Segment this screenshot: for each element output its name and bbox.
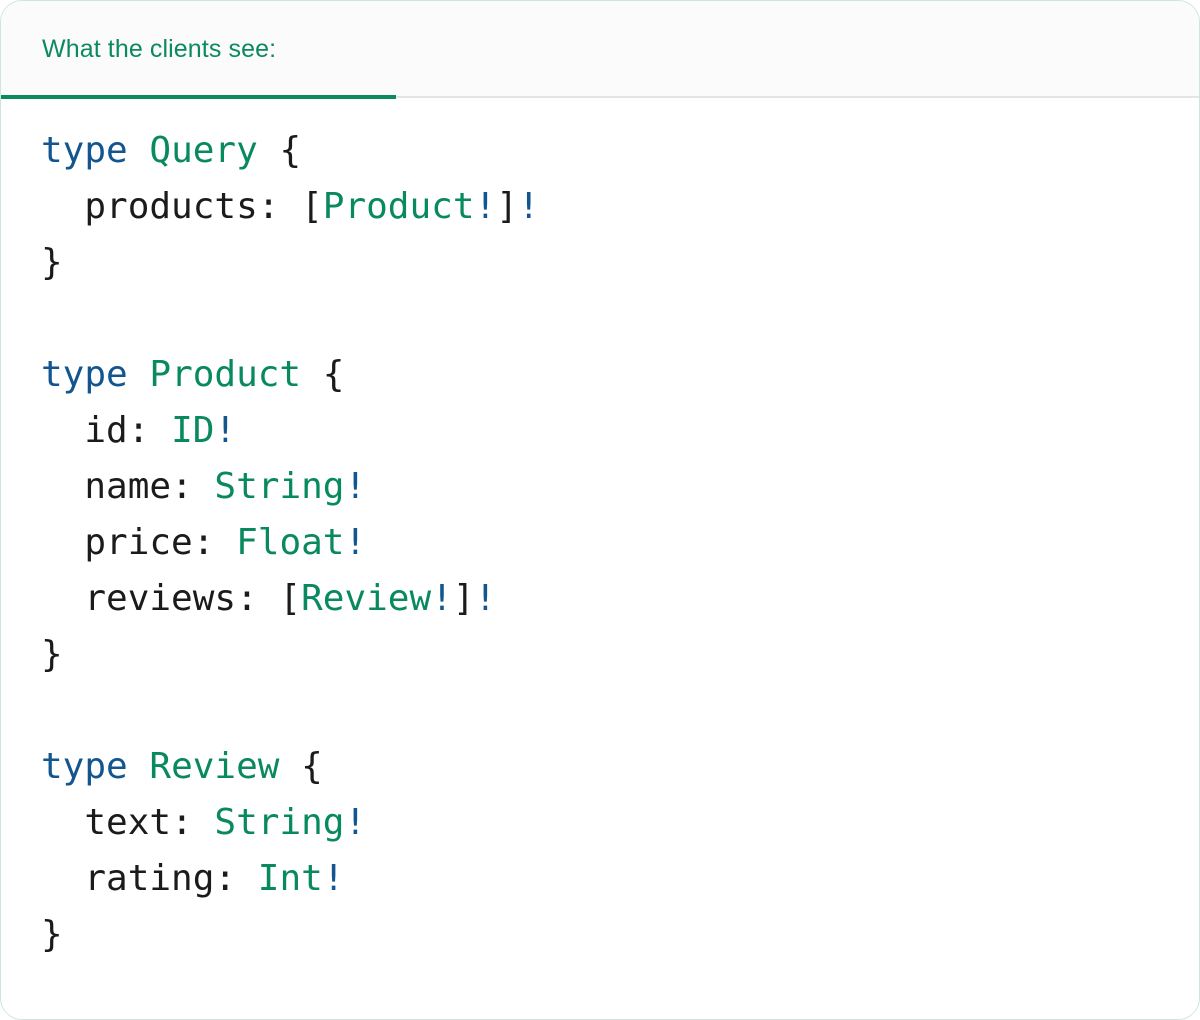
code-line: } [1,907,1199,963]
code-indent [41,802,84,843]
code-token-field: price [84,522,193,563]
code-token-bang: ! [431,578,453,619]
code-token-kw: type [41,746,128,787]
code-line: type Query { [1,123,1199,179]
code-token-punct: : [127,410,172,451]
code-token-punct [128,354,150,395]
code-token-field: products [84,186,258,227]
code-token-punct: : [ [257,186,323,227]
code-token-type: Query [149,130,258,171]
code-token-punct: { [279,746,323,787]
code-token-field: rating [84,858,215,899]
code-token-bang: ! [517,186,540,227]
code-token-kw: type [41,354,128,395]
code-token-field: reviews [84,578,237,619]
code-token-type: Product [322,186,475,227]
code-token-type: Float [236,522,345,563]
code-token-punct: : [171,802,215,843]
code-line: reviews: [Review!]! [1,571,1199,627]
code-token-punct [128,130,150,171]
code-token-punct: ] [452,578,475,619]
code-token-field: id [84,410,128,451]
code-token-punct [128,746,150,787]
code-token-type: Review [301,578,432,619]
code-token-punct: } [41,242,63,283]
code-line: type Product { [1,347,1199,403]
code-token-punct: ] [496,186,518,227]
code-line: } [1,235,1199,291]
code-line: products: [Product!]! [1,179,1199,235]
code-token-type: Review [149,746,280,787]
code-token-punct: : [171,466,215,507]
code-line: text: String! [1,795,1199,851]
code-line: name: String! [1,459,1199,515]
code-token-bang: ! [214,410,237,451]
code-token-type: Product [149,354,302,395]
code-line [1,291,1199,347]
code-token-punct: { [301,354,345,395]
code-token-field: name [84,466,172,507]
code-token-punct: } [41,634,63,675]
code-viewer: type Query { products: [Product!]!} type… [1,98,1199,1019]
tab-strip: What the clients see: [1,1,1199,99]
code-indent [41,186,84,227]
code-token-bang: ! [344,466,367,507]
code-indent [41,858,84,899]
code-indent [41,522,84,563]
code-indent [41,466,84,507]
code-token-bang: ! [322,858,345,899]
code-token-kw: type [41,130,128,171]
code-line: price: Float! [1,515,1199,571]
graphql-schema-code: type Query { products: [Product!]!} type… [1,123,1199,963]
tab-what-the-clients-see[interactable]: What the clients see: [1,1,396,98]
code-token-punct: { [257,130,302,171]
code-indent [41,410,84,451]
code-token-bang: ! [344,522,367,563]
code-line: id: ID! [1,403,1199,459]
code-token-punct: : [192,522,237,563]
code-token-bang: ! [474,578,497,619]
code-token-field: text [84,802,172,843]
code-line: type Review { [1,739,1199,795]
active-tab-indicator [1,95,396,99]
code-token-type: ID [171,410,215,451]
code-token-punct: } [41,914,63,955]
code-line: } [1,627,1199,683]
code-token-type: Int [257,858,323,899]
code-token-punct: : [214,858,258,899]
code-indent [41,578,84,619]
code-token-punct: : [ [236,578,302,619]
code-token-type: String [214,802,345,843]
tab-label: What the clients see: [42,35,277,63]
code-token-bang: ! [344,802,367,843]
code-line: rating: Int! [1,851,1199,907]
code-token-type: String [214,466,345,507]
code-token-bang: ! [474,186,497,227]
code-line [1,683,1199,739]
